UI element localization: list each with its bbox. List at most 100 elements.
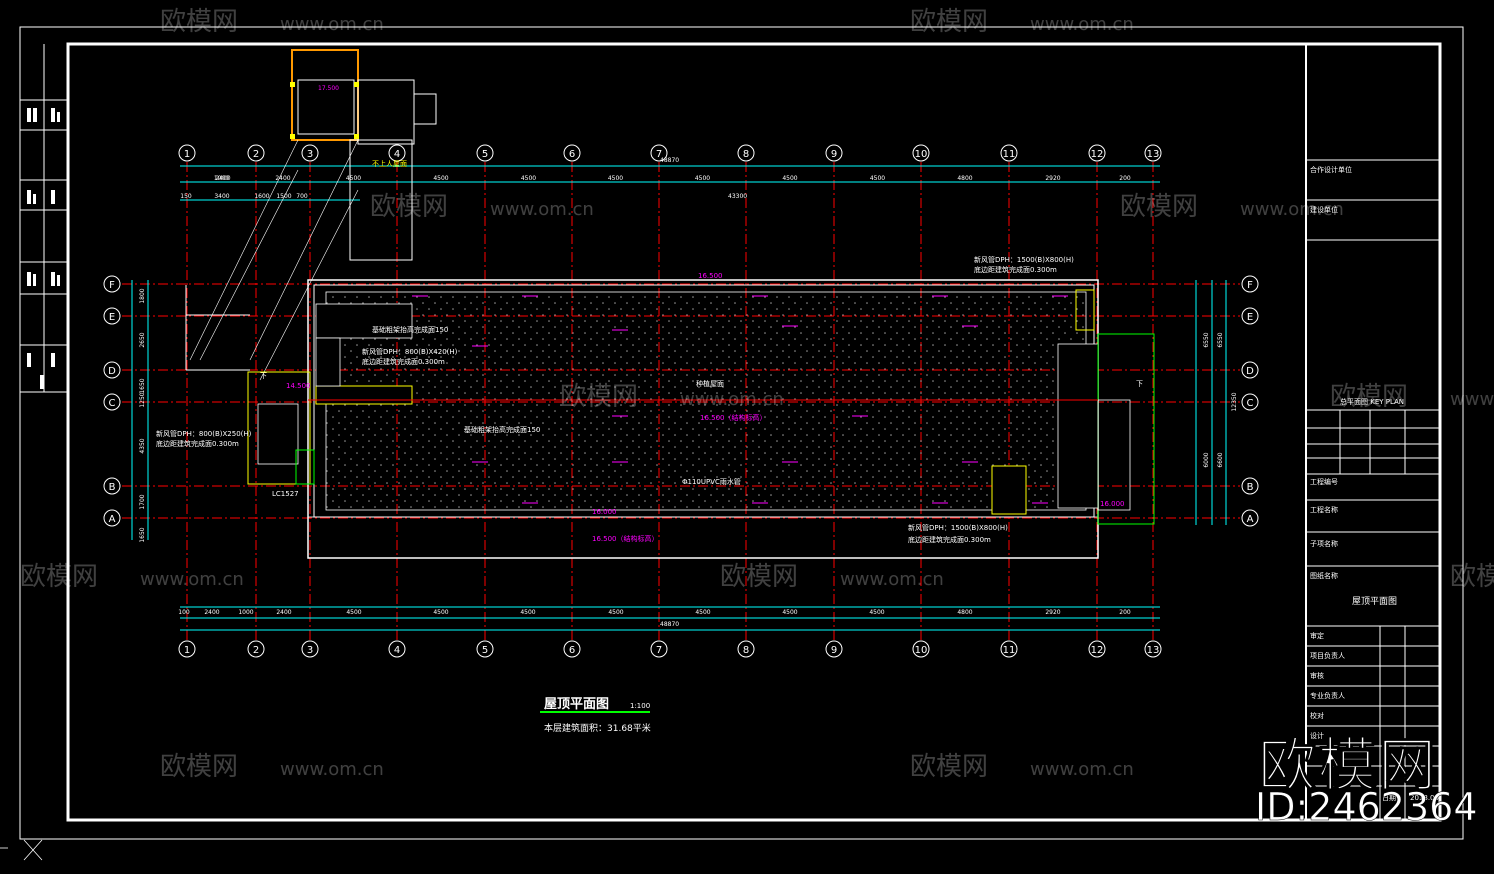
axis-bottom-12-circle: [1088, 640, 1106, 658]
watermark-brand-0: 欧模网: [160, 7, 238, 37]
pad-note-2: 基础粗架抬高完成面150: [464, 425, 540, 434]
axis-bottom-1-circle: [178, 640, 196, 658]
vent-mid: 新风管DPH：800(B)X420(H): [362, 347, 458, 356]
dim-right-3: 6000: [1203, 452, 1210, 467]
dim-bottom-10: 4500: [869, 609, 884, 616]
axis-right-D-label: D: [1246, 366, 1254, 377]
dim-left-6: 1650: [139, 527, 146, 542]
dim-bottom-total: 48870: [660, 621, 679, 628]
axis-bottom-11-label: 11: [1003, 645, 1016, 656]
tb-building-unit: 建设单位: [1310, 205, 1338, 214]
axis-right-F-label: F: [1247, 280, 1253, 291]
axis-bottom-5-label: 5: [482, 645, 488, 656]
axis-left-E-circle: [103, 307, 121, 325]
axis-left-D-circle: [103, 361, 121, 379]
elev-bottom-left: 16.000: [592, 508, 617, 516]
dim-bottom-6: 4500: [520, 609, 535, 616]
axis-top-8-label: 8: [743, 149, 749, 160]
axis-top-3-label: 3: [307, 149, 313, 160]
top-structure: 17.500 不上人屋面: [185, 49, 437, 381]
axis-top-13-circle: [1144, 144, 1162, 162]
tb-project-name: 工程名称: [1310, 505, 1338, 514]
tb-review: 审核: [1310, 671, 1324, 680]
watermark-url-0: www.om.cn: [280, 14, 384, 35]
watermark-url-9: www.om.cn: [280, 759, 384, 780]
axis-top-6-circle: [563, 144, 581, 162]
dim-bottom-2: 1000: [238, 609, 253, 616]
tb-designer: 合作设计单位: [1310, 165, 1352, 174]
watermark-brand-2: 欧模网: [370, 192, 448, 222]
axis-right-C-circle: [1241, 393, 1259, 411]
dim-bottom-5: 4500: [433, 609, 448, 616]
axis-top-4-label: 4: [394, 149, 400, 160]
axis-top-1-label: 1: [184, 149, 190, 160]
tb-proj-leader: 项目负责人: [1310, 651, 1345, 660]
watermark-brand-10: 欧模网: [910, 752, 988, 782]
axis-bottom-5-circle: [476, 640, 494, 658]
axis-left-A-label: A: [109, 514, 116, 525]
vent-bottom-right-sub: 底边距建筑完成面0.300m: [908, 535, 991, 544]
axis-bottom-3-label: 3: [307, 645, 313, 656]
axis-top-6-label: 6: [569, 149, 575, 160]
vent-left: 新风管DPH：800(B)X250(H): [156, 429, 252, 438]
dim-top-0: 2400: [215, 175, 230, 182]
vent-left-sub: 底边距建筑完成面0.300m: [156, 439, 239, 448]
axis-top-11-label: 11: [1003, 149, 1016, 160]
dim-top-11: 2920: [1045, 175, 1060, 182]
axis-bottom-7-label: 7: [656, 645, 662, 656]
dim-top2-2: 1600: [254, 193, 269, 200]
axis-right-D-circle: [1241, 361, 1259, 379]
dim-bottom-0: 100: [178, 609, 190, 616]
axis-right-B-label: B: [1247, 482, 1254, 493]
dim-top-2: 2400: [275, 175, 290, 182]
axis-top-1-circle: [178, 144, 196, 162]
top-box-elev: 17.500: [318, 85, 339, 92]
axis-top-8-circle: [737, 144, 755, 162]
elev-stair: 14.500: [286, 382, 311, 390]
dim-right-2: 12350: [1231, 392, 1238, 411]
dim-right-4: 6600: [1217, 452, 1224, 467]
axis-top-9-label: 9: [831, 149, 837, 160]
tb-project-no: 工程编号: [1310, 477, 1338, 486]
dim-left-5: 1700: [139, 494, 146, 509]
watermark-url-3: www.om.cn: [1240, 199, 1344, 220]
dim-left-4: 4350: [139, 438, 146, 453]
axis-left-A-circle: [103, 509, 121, 527]
tb-check: 校对: [1310, 711, 1324, 720]
dim-top2-1: 3400: [214, 193, 229, 200]
watermark-url-6: www.om.cn: [840, 569, 944, 590]
dim-bottom-7: 4500: [608, 609, 623, 616]
axis-top-7-label: 7: [656, 149, 662, 160]
dim-left-1: 2650: [139, 332, 146, 347]
axis-bottom-8-circle: [737, 640, 755, 658]
axis-bottom-10-label: 10: [915, 645, 928, 656]
dim-bottom-9: 4500: [782, 609, 797, 616]
dim-bottom-3: 2400: [276, 609, 291, 616]
roof-main-label: 种植屋面: [696, 379, 724, 388]
cad-cursor: [0, 839, 43, 861]
watermark-brand-1: 欧模网: [910, 7, 988, 37]
watermark-id: ID:2462364: [1255, 785, 1478, 830]
watermark-url-7: www.om.cn: [140, 569, 244, 590]
watermark-url-2: www.om.cn: [490, 199, 594, 220]
tb-key-plan: 总平面图 KEY PLAN: [1340, 397, 1404, 406]
axis-bottom-11-circle: [1000, 640, 1018, 658]
vent-mid-sub: 底边距建筑完成面0.300m: [362, 357, 445, 366]
watermark-brand-7: 欧模网: [20, 562, 98, 592]
elev-center: 16.500（结构标高）: [700, 413, 767, 422]
dim-left-2: 1650: [139, 378, 146, 393]
dim-top-10: 4800: [957, 175, 972, 182]
axis-left-F-circle: [103, 275, 121, 293]
axis-top-13-label: 13: [1147, 149, 1160, 160]
axis-bottom-6-circle: [563, 640, 581, 658]
dim-bottom-8: 4500: [695, 609, 710, 616]
axis-bottom-9-circle: [825, 640, 843, 658]
axis-bottom-13-label: 13: [1147, 645, 1160, 656]
axis-top-10-label: 10: [915, 149, 928, 160]
drain-pipe: Φ110UPVC雨水管: [682, 477, 741, 486]
axis-left-C-circle: [103, 393, 121, 411]
dim-top-1: 1000: [214, 175, 229, 182]
